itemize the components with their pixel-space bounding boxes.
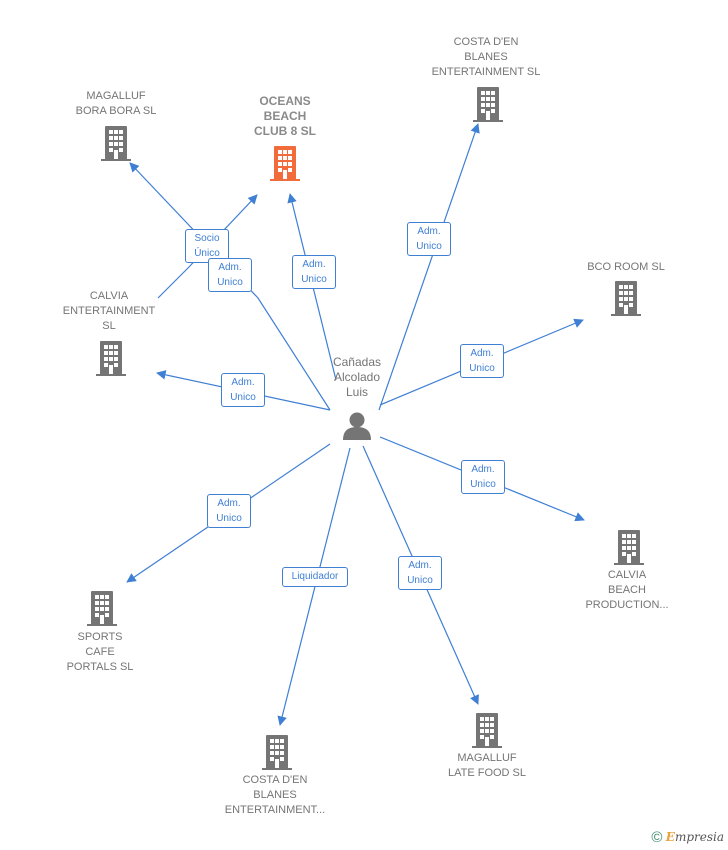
company-label-sports[interactable]: SPORTS CAFE PORTALS SL — [66, 631, 134, 673]
company-nodes — [87, 87, 644, 770]
company-label-oceans[interactable]: OCEANS BEACH CLUB 8 SL — [253, 94, 316, 138]
relation-edge-costa-top — [378, 123, 480, 411]
relation-label-costa-bottom[interactable]: Liquidador — [282, 567, 348, 587]
relation-edge-oceans — [157, 194, 258, 299]
company-label-calvia-ent[interactable]: CALVIA ENTERTAINMENT SL — [62, 290, 156, 332]
company-label-magalluf-late[interactable]: MAGALLUF LATE FOOD SL — [447, 752, 527, 779]
relation-label-magalluf-late[interactable]: Adm. Unico — [398, 556, 442, 590]
building-icon[interactable] — [101, 126, 131, 161]
building-icon[interactable] — [96, 341, 126, 376]
relation-label-magalluf-bora[interactable]: Adm. Unico — [208, 258, 252, 292]
person-icon — [343, 412, 371, 440]
building-icon[interactable] — [270, 146, 300, 181]
relation-label-calvia-ent[interactable]: Adm. Unico — [221, 373, 265, 407]
brand-logo: Empresia — [665, 830, 724, 844]
company-label-costa-bottom[interactable]: COSTA D'EN BLANES ENTERTAINMENT... — [224, 774, 326, 816]
company-label-calvia-beach[interactable]: CALVIA BEACH PRODUCTION... — [585, 569, 669, 611]
relation-label-oceans[interactable]: Adm. Unico — [292, 255, 336, 289]
relation-edge-magalluf-bora — [129, 162, 331, 411]
building-icon[interactable] — [611, 281, 641, 316]
relation-label-oceans[interactable]: Socio Único — [185, 229, 229, 263]
empresia-footer: © Empresia — [651, 829, 724, 846]
building-icon[interactable] — [262, 735, 292, 770]
copyright-icon: © — [651, 829, 663, 846]
building-icon[interactable] — [473, 87, 503, 122]
center-person-label[interactable]: Cañadas Alcolado Luis — [332, 355, 382, 399]
company-label-bco-room[interactable]: BCO ROOM SL — [587, 261, 665, 273]
relation-label-bco-room[interactable]: Adm. Unico — [460, 344, 504, 378]
relation-label-costa-top[interactable]: Adm. Unico — [407, 222, 451, 256]
company-label-costa-top[interactable]: COSTA D'EN BLANES ENTERTAINMENT SL — [431, 36, 541, 78]
building-icon[interactable] — [614, 530, 644, 565]
relation-label-calvia-beach[interactable]: Adm. Unico — [461, 460, 505, 494]
relation-label-sports[interactable]: Adm. Unico — [207, 494, 251, 528]
company-label-magalluf-bora[interactable]: MAGALLUF BORA BORA SL — [75, 90, 157, 117]
building-icon[interactable] — [87, 591, 117, 626]
building-icon[interactable] — [472, 713, 502, 748]
